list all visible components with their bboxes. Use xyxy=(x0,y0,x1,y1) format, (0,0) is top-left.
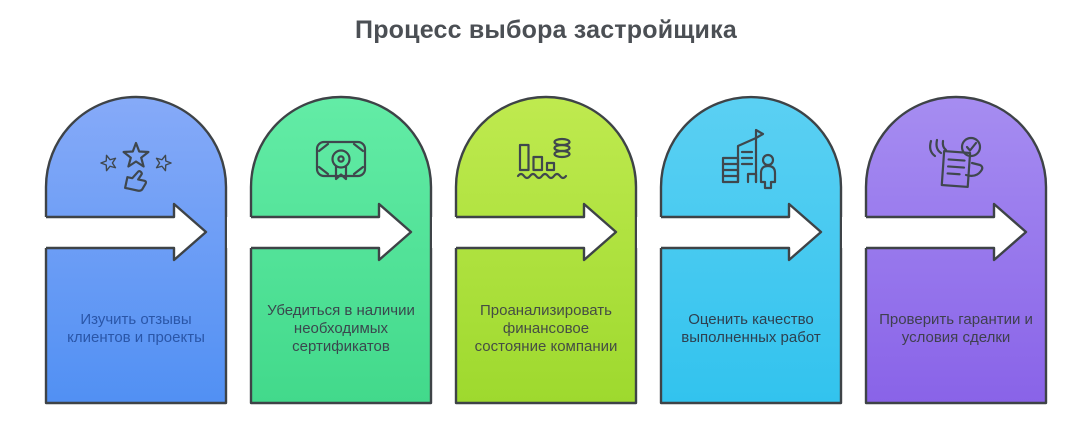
step-3-card xyxy=(432,95,638,405)
step-5-card xyxy=(842,95,1048,405)
step-2-card xyxy=(227,95,433,405)
step-1-card xyxy=(22,95,228,405)
finance-chart-coins-icon xyxy=(516,137,571,180)
flow-arrow-1-icon xyxy=(22,202,208,262)
page-title: Процесс выбора застройщика xyxy=(355,16,737,44)
building-person-icon xyxy=(721,128,777,190)
contract-check-hands-icon xyxy=(929,136,984,188)
step-2-label: Убедиться в наличии необходимых сертифик… xyxy=(267,302,415,355)
certificate-icon xyxy=(315,140,367,181)
step-5-label: Проверить гарантии и условия сделки xyxy=(879,311,1033,346)
flow-arrow-3-icon xyxy=(432,202,618,262)
reviews-stars-thumb-icon xyxy=(100,141,172,192)
flow-arrow-2-icon xyxy=(227,202,413,262)
flow-arrow-5-icon xyxy=(842,202,1028,262)
flow-arrow-4-icon xyxy=(637,202,823,262)
step-4-card xyxy=(637,95,843,405)
step-1-label: Изучить отзывы клиентов и проекты xyxy=(67,311,205,346)
step-4-label: Оценить качество выполненных работ xyxy=(681,311,821,346)
step-3-label: Проанализировать финансовое состояние ко… xyxy=(474,302,618,355)
